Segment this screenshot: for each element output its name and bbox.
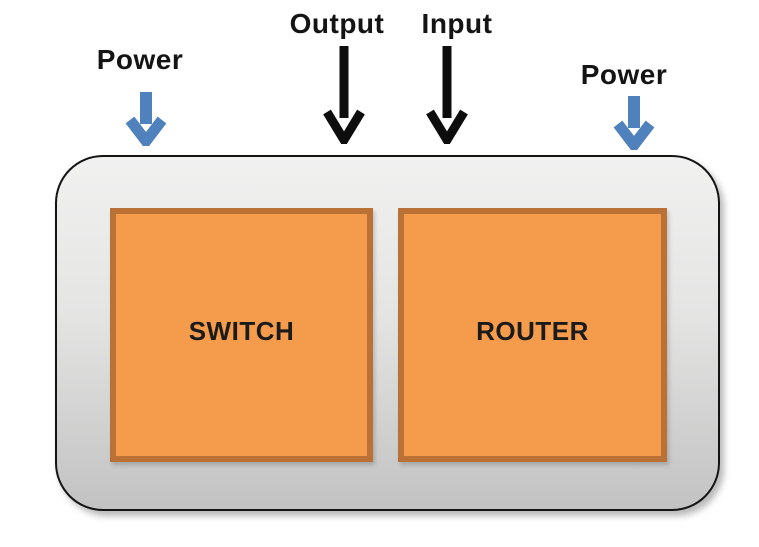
switch-label: SWITCH: [188, 315, 295, 346]
output-down-arrow-icon: [323, 46, 365, 144]
switch-box: SWITCH: [110, 208, 373, 462]
router-label: ROUTER: [476, 315, 589, 346]
power-left-down-arrow-icon: [125, 92, 167, 146]
router-box: ROUTER: [398, 208, 667, 462]
input-down-arrow-icon: [426, 46, 468, 144]
power-right-label: Power: [580, 59, 668, 90]
power-right-down-arrow-icon: [613, 96, 655, 150]
input-label: Input: [421, 8, 493, 39]
output-label: Output: [289, 8, 385, 39]
power-left-label: Power: [96, 44, 184, 75]
